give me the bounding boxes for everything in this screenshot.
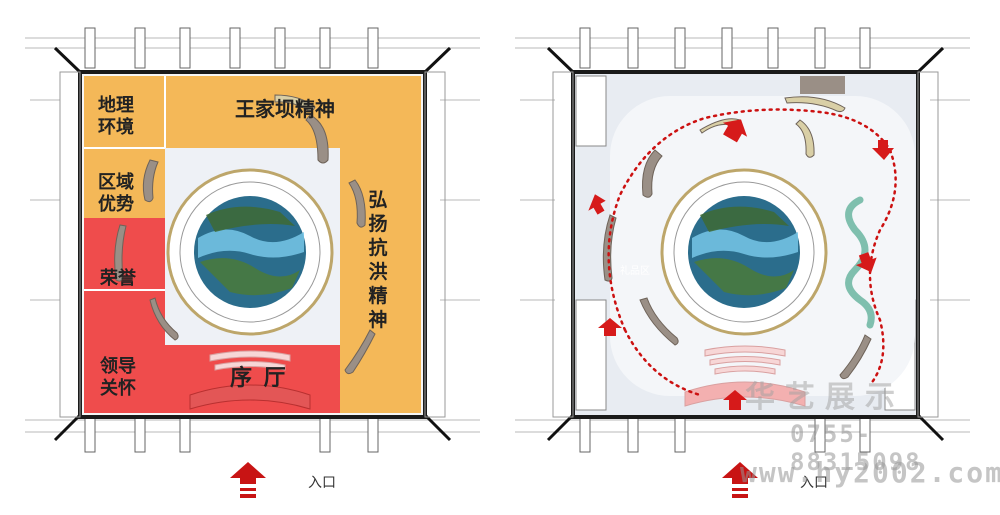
zone-orange-right <box>340 76 421 413</box>
right-entry-arrow <box>722 462 758 498</box>
left-exhibit-walls <box>114 94 376 410</box>
left-entry-label: 入口 <box>308 475 336 491</box>
zone-label-region: 区域 优势 <box>98 172 134 215</box>
right-top-room <box>800 76 845 94</box>
right-corner-braces <box>546 46 945 442</box>
right-entry-label: 入口 <box>800 475 828 491</box>
left-floor-plan: 地理 环境 区域 优势 荣誉 领导 关怀 王家坝精神 弘 扬 抗 洪 精 神 序… <box>25 27 480 498</box>
right-floor-plan: 礼品区 入口 <box>500 0 1000 515</box>
left-side-strips <box>59 71 446 418</box>
right-plan-drawing <box>515 27 970 498</box>
left-corner-braces <box>53 46 452 442</box>
zone-label-geography: 地理 环境 <box>98 95 134 138</box>
watermark-url: www.hy2002.com <box>740 456 1000 489</box>
zone-label-leaders: 领导 关怀 <box>100 356 136 399</box>
gift-area-label: 礼品区 <box>620 266 650 277</box>
left-entry-arrow <box>230 462 266 498</box>
tour-direction-arrows <box>588 119 894 410</box>
zone-label-flood-spirit: 弘 扬 抗 洪 精 神 <box>368 189 388 331</box>
left-central-model <box>166 168 334 336</box>
right-central-model <box>660 168 828 336</box>
right-lobby-arcs <box>684 345 806 407</box>
tour-route-path <box>607 108 897 387</box>
left-grid-lines <box>25 37 480 433</box>
zone-label-hall: 序 厅 <box>230 366 288 391</box>
zone-label-wangjiaba: 王家坝精神 <box>235 97 335 121</box>
right-green-exhibit <box>845 196 875 329</box>
zone-dividers <box>84 76 166 291</box>
right-grid-lines <box>515 37 970 433</box>
left-plan-drawing <box>25 27 480 498</box>
watermark-phone: 0755-88315098 <box>790 420 922 476</box>
right-columns <box>579 27 871 453</box>
right-side-strips <box>552 71 939 418</box>
zone-label-honor: 荣誉 <box>100 268 136 289</box>
watermark-brand: 华艺展示 <box>745 380 905 415</box>
tour-route-tail <box>623 328 702 397</box>
